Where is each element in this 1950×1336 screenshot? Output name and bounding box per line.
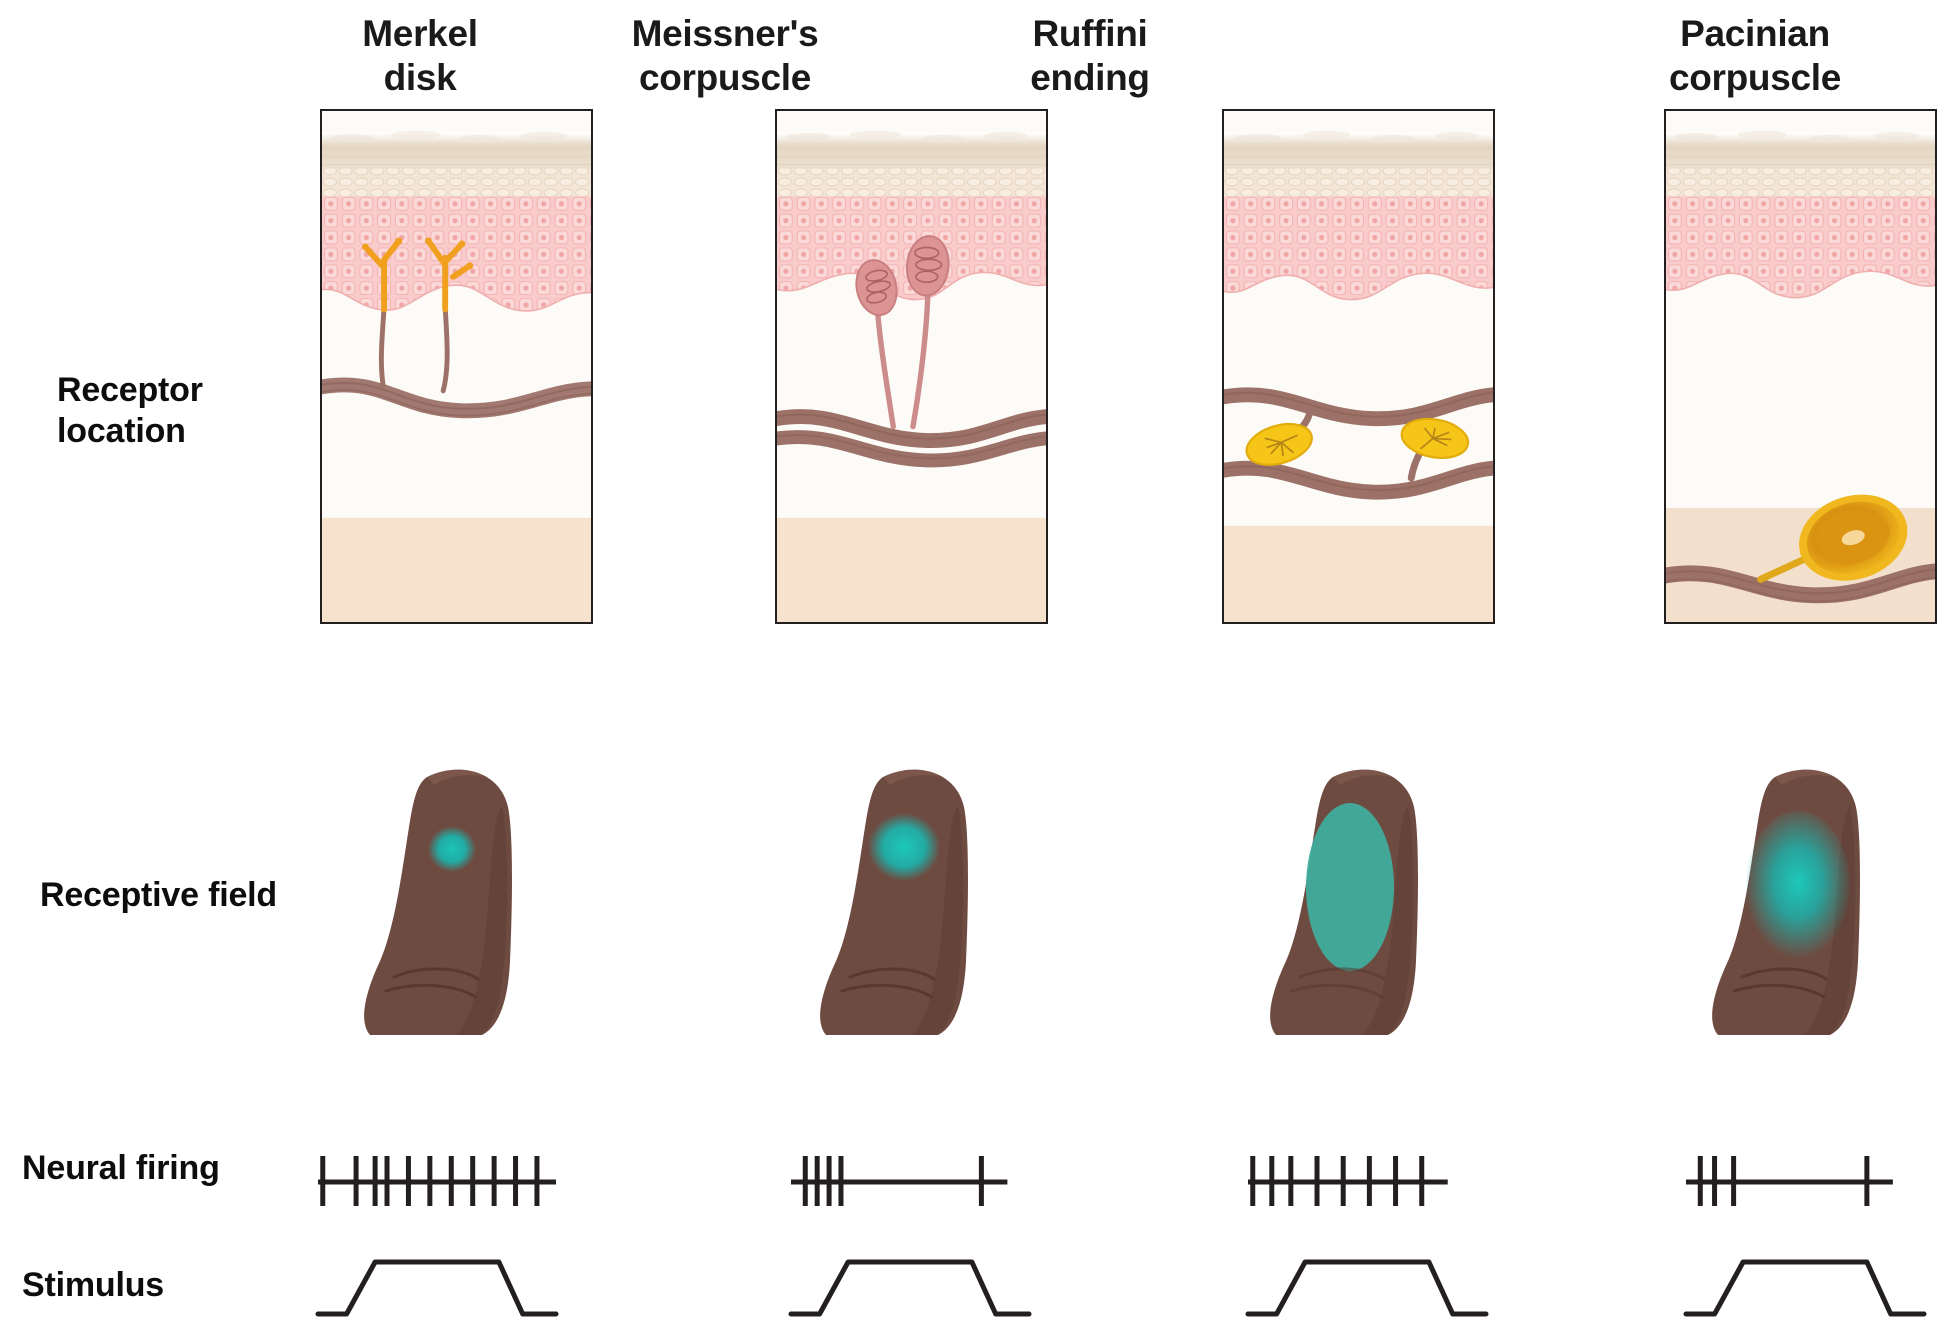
skin-cross-section-meissners-corpuscle bbox=[775, 109, 1048, 624]
column-header-meissners-corpuscle: Meissner's corpuscle bbox=[560, 12, 890, 99]
column-header-merkel-disk: Merkel disk bbox=[255, 12, 585, 99]
column-header-line2: corpuscle bbox=[1668, 56, 1842, 98]
column-header-line1: Ruffini bbox=[1032, 13, 1148, 54]
spike-train-merkel-disk bbox=[312, 1140, 562, 1212]
row-label-stimulus: Stimulus bbox=[22, 1266, 164, 1304]
stimulus-waveform-meissners-corpuscle bbox=[785, 1238, 1035, 1324]
spike-train-pacinian-corpuscle bbox=[1680, 1140, 1930, 1212]
skin-cross-section-ruffini-ending bbox=[1222, 109, 1495, 624]
receptive-field-finger-pacinian-corpuscle bbox=[1700, 765, 1910, 1040]
column-header-line2: disk bbox=[383, 56, 457, 98]
stimulus-waveform-ruffini-ending bbox=[1242, 1238, 1492, 1324]
column-header-line1: Pacinian bbox=[1680, 13, 1830, 54]
row-label-receptor-location: Receptor location bbox=[57, 370, 203, 452]
stimulus-waveform-merkel-disk bbox=[312, 1238, 562, 1324]
row-label-line1: Receptor bbox=[57, 371, 203, 409]
row-label-receptive-field: Receptive field bbox=[40, 876, 277, 914]
receptive-field-finger-merkel-disk bbox=[352, 765, 562, 1040]
spike-train-meissners-corpuscle bbox=[785, 1140, 1035, 1212]
skin-cross-section-merkel-disk bbox=[320, 109, 593, 624]
row-label-line2: location bbox=[57, 411, 186, 450]
receptive-field-finger-meissners-corpuscle bbox=[808, 765, 1018, 1040]
column-header-line2: ending bbox=[1030, 56, 1150, 98]
receptive-field-finger-ruffini-ending bbox=[1258, 765, 1468, 1040]
skin-cross-section-pacinian-corpuscle bbox=[1664, 109, 1937, 624]
column-header-line1: Meissner's bbox=[631, 13, 819, 54]
column-header-line2: corpuscle bbox=[638, 56, 812, 98]
column-header-ruffini-ending: Ruffini ending bbox=[925, 12, 1255, 99]
spike-train-ruffini-ending bbox=[1242, 1140, 1492, 1212]
column-header-pacinian-corpuscle: Pacinian corpuscle bbox=[1590, 12, 1920, 99]
stimulus-waveform-pacinian-corpuscle bbox=[1680, 1238, 1930, 1324]
column-header-line1: Merkel bbox=[362, 13, 478, 54]
row-label-neural-firing: Neural firing bbox=[22, 1149, 220, 1187]
